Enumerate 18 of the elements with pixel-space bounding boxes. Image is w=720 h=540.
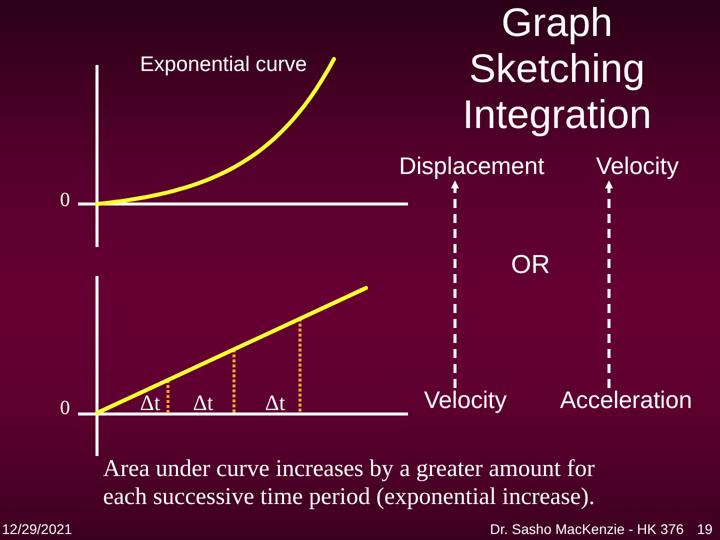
connector-word: OR [511, 250, 550, 279]
author-text: Dr. Sasho MacKenzie - HK 376 [490, 522, 684, 538]
interval-label: Δt [265, 391, 286, 416]
dashed-arrow [605, 180, 613, 388]
quantity-label: Velocity [596, 154, 679, 180]
quantity-label: Velocity [424, 388, 507, 414]
quantity-label: Acceleration [560, 388, 692, 414]
axis-label: 0 [60, 189, 70, 211]
quantity-label: Displacement [399, 154, 544, 180]
page-number: 19 [697, 522, 713, 538]
dashed-arrow [451, 180, 459, 388]
interval-label: Δt [140, 391, 160, 416]
graph-title: Exponential curve [140, 53, 307, 76]
interval-label: Δt [193, 391, 214, 416]
slide-title: Graph Sketching Integration [461, 0, 653, 138]
axis-label: 0 [60, 397, 70, 419]
note-text: Area under curve increases by a greater amount for each successive time period (exponential increase). [103, 455, 596, 511]
date-text: 12/29/2021 [2, 522, 72, 538]
